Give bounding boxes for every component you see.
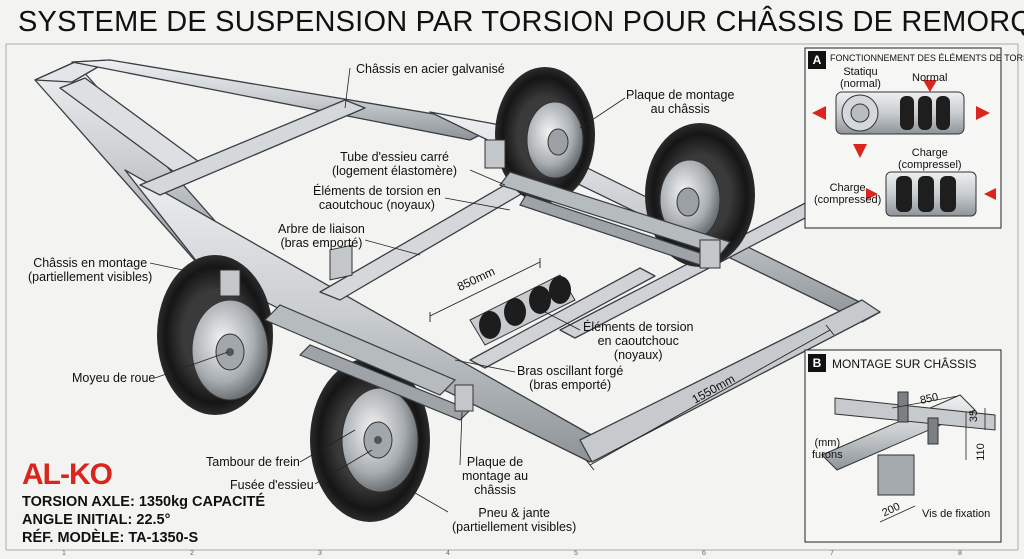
panel-a-normal: Normal	[912, 72, 948, 84]
panel-a-charge-left-line2: (compressed)	[814, 194, 882, 206]
mounting-plates	[219, 139, 721, 412]
panel-b-dim-35: 35	[968, 409, 981, 423]
panel-a-badge: A	[808, 51, 826, 69]
border-tick-5: 5	[574, 550, 578, 557]
panel-a-charge-line1: Charge	[911, 147, 948, 159]
front-wheel-2	[310, 358, 430, 522]
label-elem-mid-line2: en caoutchouc	[597, 334, 679, 348]
spec-line-3: RÉF. MODÈLE: TA-1350-S	[22, 530, 199, 546]
panel-a-statiq: Statiqu (normal)	[840, 66, 881, 90]
border-tick-6: 6	[702, 550, 706, 557]
label-elem-top-line1: Éléments de torsion en	[313, 184, 441, 198]
label-elem-top-line2: caoutchouc (noyaux)	[318, 198, 435, 212]
label-arbre-line2: (bras emporté)	[280, 236, 363, 250]
label-tube-line2: (logement élastomère)	[332, 164, 458, 178]
panel-b-mm: (mm) furons	[812, 437, 843, 461]
label-pneu-line1: Pneu & jante	[478, 506, 550, 520]
label-elem-mid-line3: (noyaux)	[613, 348, 663, 362]
panel-a-statiq-line1: Statiqu	[843, 66, 878, 78]
label-plaque-bot-line3: châssis	[474, 483, 516, 497]
spec-line-2: ANGLE INITIAL: 22.5°	[22, 512, 171, 528]
label-arbre-liaison: Arbre de liaison (bras emporté)	[278, 222, 365, 250]
torsion-axle-front	[263, 304, 472, 421]
label-chassis-mont-line1: Châssis en montage	[33, 256, 148, 270]
panel-b-mm-line2: furons	[812, 449, 843, 461]
label-bras-oscillant: Bras oscillant forgé (bras emporté)	[517, 364, 623, 392]
label-tube-essieu: Tube d'essieu carré (logement élastomère…	[332, 150, 457, 178]
label-elements-torsion-mid: Éléments de torsion en caoutchouc (noyau…	[583, 320, 693, 362]
panel-a-charge: Charge (compressel)	[898, 147, 962, 171]
label-pneu: Pneu & jante (partiellement visibles)	[452, 506, 576, 534]
label-plaque-top-line2: au châssis	[650, 102, 710, 116]
label-plaque-bot-line1: Plaque de	[466, 455, 524, 469]
border-tick-3: 3	[318, 550, 322, 557]
panel-b	[804, 349, 1002, 543]
leader-lines	[149, 67, 626, 513]
brand-logo: AL-KO	[22, 458, 113, 491]
page-title: SYSTEME DE SUSPENSION PAR TORSION POUR C…	[18, 6, 1024, 38]
label-pneu-line2: (partiellement visibles)	[452, 520, 577, 534]
label-bras-line2: (bras emporté)	[529, 378, 612, 392]
panel-a-charge-left-line1: Charge	[829, 182, 866, 194]
dimension-lines	[429, 258, 835, 471]
border-tick-1: 1	[62, 550, 66, 557]
panel-a-charge-line2: (compressel)	[898, 159, 962, 171]
label-chassis-mont-line2: (partiellement visibles)	[28, 270, 153, 284]
label-bras-line1: Bras oscillant forgé	[517, 364, 624, 378]
label-fusee: Fusée d'essieu	[230, 478, 314, 492]
border-tick-2: 2	[190, 550, 194, 557]
border-tick-8: 8	[958, 550, 962, 557]
front-wheel-1	[157, 255, 273, 415]
label-plaque-bot-line2: montage au	[462, 469, 529, 483]
load-arrows	[812, 80, 996, 200]
label-elements-torsion-top: Éléments de torsion en caoutchouc (noyau…	[313, 184, 441, 212]
label-plaque-top-line1: Plaque de montage	[626, 88, 735, 102]
label-plaque-top: Plaque de montage au châssis	[626, 88, 734, 116]
rubber-torsion-elements	[469, 274, 576, 346]
label-chassis-montage: Châssis en montage (partiellement visibl…	[28, 256, 152, 284]
panel-a-statiq-line2: (normal)	[840, 78, 881, 90]
label-chassis-galvanise: Châssis en acier galvanisé	[356, 62, 505, 76]
label-moyeu: Moyeu de roue	[72, 371, 156, 385]
label-elem-mid-line1: Éléments de torsion	[583, 320, 694, 334]
panel-b-title: MONTAGE SUR CHÂSSIS	[832, 357, 977, 371]
panel-b-badge: B	[808, 354, 826, 372]
label-plaque-bottom: Plaque de montage au châssis	[462, 455, 528, 497]
border-tick-7: 7	[830, 550, 834, 557]
panel-a-charge-left: Charge (compressed)	[814, 182, 881, 206]
label-arbre-line1: Arbre de liaison	[278, 222, 365, 236]
spec-line-1: TORSION AXLE: 1350kg CAPACITÉ	[22, 494, 266, 510]
rear-wheel-top-1	[495, 67, 595, 203]
label-tube-line1: Tube d'essieu carré	[340, 150, 449, 164]
border-tick-4: 4	[446, 550, 450, 557]
panel-b-mm-line1: (mm)	[814, 437, 841, 449]
label-tambour: Tambour de frein	[206, 455, 300, 469]
panel-b-vis: Vis de fixation	[922, 508, 991, 520]
panel-a-title: FONCTIONNEMENT DES ÉLÉMENTS DE TORSION	[830, 53, 1024, 63]
panel-b-dim-110: 110	[974, 443, 987, 461]
panel-a	[804, 47, 1002, 229]
